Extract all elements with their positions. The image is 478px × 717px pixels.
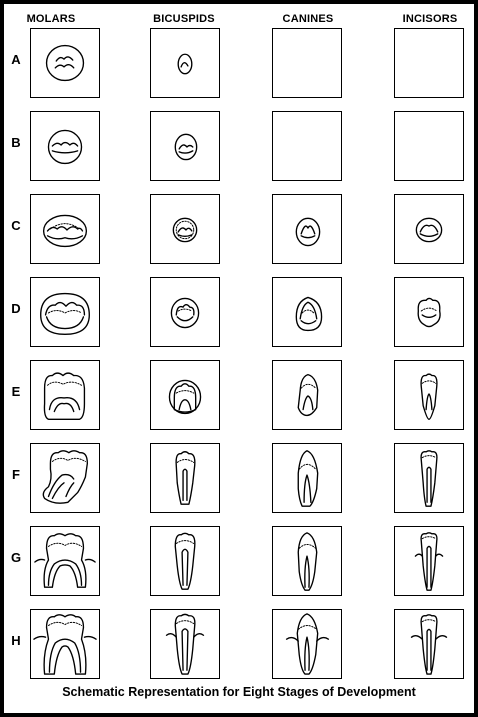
- bicuspid-stage-a-drawing: [177, 53, 193, 75]
- molar-stage-b-drawing: [47, 129, 83, 165]
- bicuspid-stage-d-drawing: [170, 297, 200, 329]
- cell-molar-stage-f: [30, 443, 100, 513]
- cell-canine-stage-e: [272, 360, 342, 430]
- cell-bicuspid-stage-h: [150, 609, 220, 679]
- bicuspid-stage-h-drawing: [165, 613, 205, 675]
- cell-incisor-stage-f: [394, 443, 464, 513]
- bicuspid-stage-g-drawing: [174, 532, 196, 590]
- molar-stage-f-drawing: [42, 450, 89, 504]
- cell-incisor-stage-c: [394, 194, 464, 264]
- column-header-molars: MOLARS: [26, 13, 76, 25]
- bicuspid-stage-c-drawing: [172, 217, 198, 243]
- bicuspid-stage-b-drawing: [174, 133, 198, 161]
- molar-stage-e-drawing: [43, 372, 86, 420]
- figure-caption: Schematic Representation for Eight Stage…: [62, 685, 416, 699]
- row-label-h: H: [11, 633, 21, 648]
- cell-canine-stage-g: [272, 526, 342, 596]
- cell-incisor-stage-b: [394, 111, 464, 181]
- incisor-stage-g-drawing: [414, 532, 444, 591]
- canine-stage-e-drawing: [297, 373, 319, 417]
- incisor-stage-e-drawing: [420, 373, 438, 420]
- cell-canine-stage-c: [272, 194, 342, 264]
- cell-molar-stage-c: [30, 194, 100, 264]
- row-label-b: B: [11, 135, 21, 150]
- cell-canine-stage-a: [272, 28, 342, 98]
- row-label-f: F: [12, 467, 20, 482]
- cell-bicuspid-stage-c: [150, 194, 220, 264]
- canine-stage-d-drawing: [295, 296, 323, 332]
- cell-bicuspid-stage-a: [150, 28, 220, 98]
- incisor-stage-h-drawing: [410, 614, 448, 675]
- row-label-g: G: [10, 550, 22, 565]
- cell-bicuspid-stage-b: [150, 111, 220, 181]
- cell-incisor-stage-h: [394, 609, 464, 679]
- cell-molar-stage-h: [30, 609, 100, 679]
- cell-canine-stage-b: [272, 111, 342, 181]
- canine-stage-f-drawing: [297, 450, 319, 507]
- canine-stage-c-drawing: [295, 217, 321, 247]
- cell-molar-stage-a: [30, 28, 100, 98]
- cell-molar-stage-b: [30, 111, 100, 181]
- cell-canine-stage-d: [272, 277, 342, 347]
- incisor-stage-c-drawing: [415, 217, 443, 243]
- row-label-a: A: [11, 52, 21, 67]
- row-label-c: C: [11, 218, 21, 233]
- cell-molar-stage-e: [30, 360, 100, 430]
- cell-bicuspid-stage-e: [150, 360, 220, 430]
- molar-stage-a-drawing: [45, 44, 85, 82]
- bicuspid-stage-f-drawing: [175, 451, 196, 505]
- row-label-d: D: [11, 301, 21, 316]
- cell-incisor-stage-e: [394, 360, 464, 430]
- cell-canine-stage-h: [272, 609, 342, 679]
- cell-molar-stage-d: [30, 277, 100, 347]
- cell-incisor-stage-g: [394, 526, 464, 596]
- column-header-canines: CANINES: [282, 13, 334, 25]
- canine-stage-g-drawing: [297, 532, 318, 591]
- cell-incisor-stage-d: [394, 277, 464, 347]
- molar-stage-g-drawing: [34, 533, 96, 588]
- cell-bicuspid-stage-f: [150, 443, 220, 513]
- column-header-bicuspids: BICUSPIDS: [153, 13, 215, 25]
- bicuspid-stage-e-drawing: [168, 379, 202, 415]
- molar-stage-d-drawing: [40, 292, 90, 336]
- cell-canine-stage-f: [272, 443, 342, 513]
- cell-incisor-stage-a: [394, 28, 464, 98]
- row-label-e: E: [11, 384, 21, 399]
- canine-stage-h-drawing: [285, 613, 330, 675]
- cell-bicuspid-stage-d: [150, 277, 220, 347]
- cell-molar-stage-g: [30, 526, 100, 596]
- molar-stage-c-drawing: [42, 214, 88, 248]
- molar-stage-h-drawing: [33, 614, 97, 675]
- diagram-panel: MOLARS BICUSPIDS CANINES INCISORS A B C …: [4, 4, 474, 713]
- incisor-stage-f-drawing: [420, 450, 438, 507]
- column-header-incisors: INCISORS: [402, 13, 458, 25]
- incisor-stage-d-drawing: [417, 297, 441, 328]
- cell-bicuspid-stage-g: [150, 526, 220, 596]
